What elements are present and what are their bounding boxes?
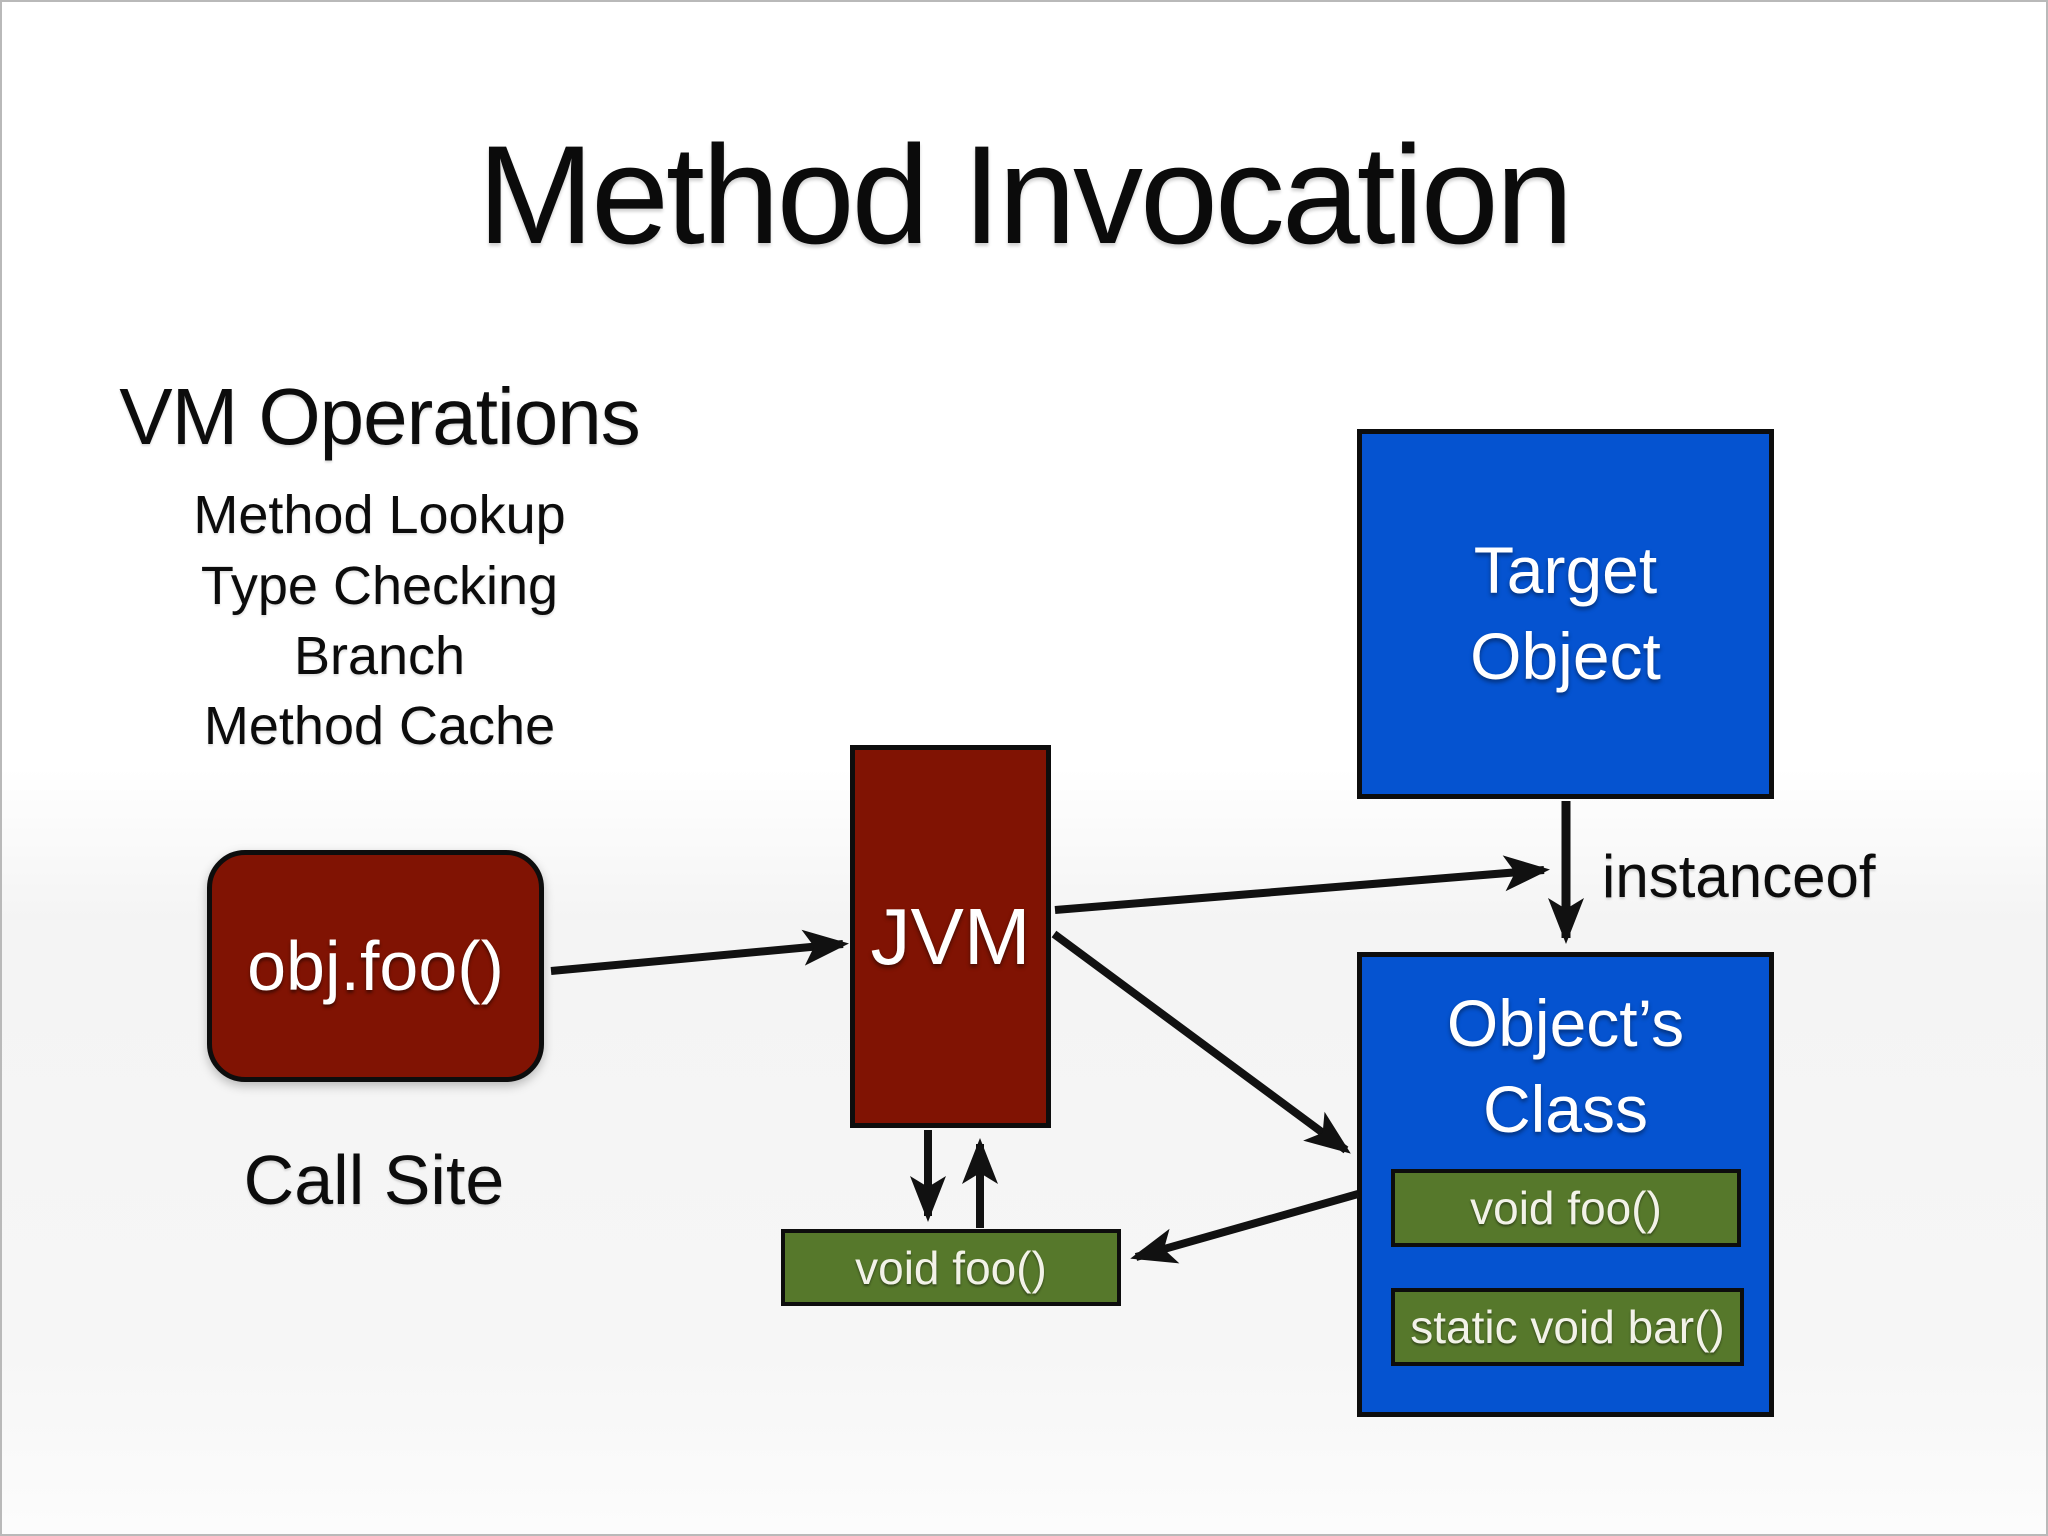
arrow-objects-class-to-compiled-foo [1130, 1190, 1360, 1264]
instanceof-label: instanceof [1602, 843, 1876, 910]
arrow-call-site-to-jvm [550, 929, 849, 975]
compiled-void-foo-box: void foo() [781, 1229, 1121, 1306]
objects-class-box: Object’s Class void foo() static void ba… [1357, 952, 1774, 1417]
target-object-box: Target Object [1357, 429, 1774, 799]
call-site-code-label: obj.foo() [247, 927, 504, 1005]
call-site-box: obj.foo() [207, 850, 544, 1082]
arrow-jvm-to-objects-class [1051, 930, 1351, 1154]
jvm-label: JVM [870, 891, 1031, 981]
target-object-label: Target Object [1470, 533, 1661, 693]
slide-title: Method Invocation [477, 116, 1573, 273]
vm-operation-item: Branch [293, 625, 466, 686]
compiled-void-foo-label: void foo() [855, 1241, 1047, 1294]
vm-operation-item: Method Lookup [193, 485, 566, 546]
arrow-jvm-to-instanceof [1054, 855, 1550, 914]
vm-operations-heading: VM Operations [119, 372, 641, 461]
jvm-box: JVM [850, 745, 1051, 1128]
vm-operation-item: Method Cache [203, 695, 556, 756]
vm-operations-list: VM Operations Method Lookup Type Checkin… [57, 372, 702, 761]
objects-class-label: Object’s Class [1446, 986, 1685, 1146]
vm-operation-item: Type Checking [200, 555, 559, 616]
call-site-caption: Call Site [243, 1141, 505, 1219]
method-void-foo-box: void foo() [1391, 1169, 1741, 1247]
method-static-void-bar-box: static void bar() [1391, 1288, 1744, 1366]
